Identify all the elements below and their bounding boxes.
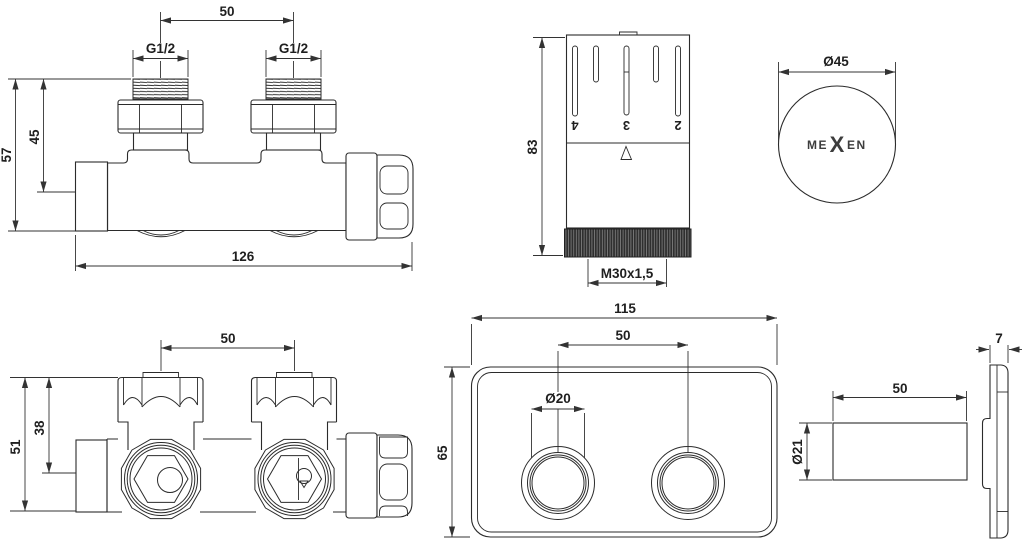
plate-side-outline — [981, 364, 1009, 539]
head-top-circle — [777, 85, 897, 204]
logo-text-x: X — [830, 132, 845, 157]
end-nut-bottom-right — [345, 432, 413, 519]
valve-body-outline — [106, 149, 347, 232]
view-plate-front: 115 50 Ø20 65 — [435, 301, 778, 538]
plate-side-geometry — [832, 364, 1009, 539]
dim-pipe-diameter-label: Ø21 — [790, 439, 805, 465]
dim-head-thread-label: M30x1,5 — [601, 266, 654, 281]
head-top-tab — [619, 31, 638, 35]
union-nut-left — [117, 99, 204, 134]
dim-bottom-height-inner-label: 38 — [32, 420, 47, 436]
head-geometry: 4 3 2 — [564, 31, 692, 258]
valve-bottom-left-block — [75, 439, 108, 513]
view-valve-side: 50 G1/2 G1/2 57 45 126 — [0, 4, 414, 271]
view-plate-side: 7 50 Ø21 — [790, 331, 1022, 539]
head-indicator-triangle — [620, 145, 633, 160]
valve-side-dimensions — [8, 12, 413, 271]
view-head-top: Ø45 ME X EN — [777, 54, 897, 204]
dim-bottom-spacing-label: 50 — [220, 331, 235, 346]
dim-height-total-label: 57 — [0, 147, 14, 162]
dim-thread-left-label: G1/2 — [146, 41, 175, 56]
union-bottom-right — [254, 438, 335, 520]
valve-side-geometry — [74, 78, 414, 241]
hole-label-bg — [540, 392, 576, 405]
head-knurled-ring — [564, 228, 692, 258]
dim-thread-right-label: G1/2 — [279, 41, 308, 56]
dim-plate-thickness-label: 7 — [995, 331, 1003, 346]
plate-front-dimensions — [444, 314, 778, 538]
collar-right — [265, 132, 322, 151]
bottom-port-right — [269, 230, 319, 238]
head-scale-4: 4 — [571, 118, 579, 133]
dim-pipe-length-label: 50 — [892, 381, 907, 396]
plate-outer — [470, 366, 778, 538]
dim-bottom-height-total-label: 51 — [8, 439, 23, 455]
plate-hole-left — [521, 446, 595, 520]
plate-inner — [477, 372, 772, 533]
union-bottom-left — [120, 438, 202, 520]
view-valve-bottom: 50 51 38 — [8, 331, 413, 520]
pipe-side — [832, 422, 968, 481]
head-slots — [572, 45, 681, 117]
logo-text-me: ME — [807, 138, 828, 152]
union-nut-right — [250, 99, 337, 134]
dim-plate-spacing-label: 50 — [615, 328, 630, 343]
head-scale-3: 3 — [623, 118, 630, 133]
head-top-dimensions — [778, 62, 896, 143]
plate-front-geometry — [470, 366, 778, 538]
dim-length-label: 126 — [232, 249, 255, 264]
dim-valve-spacing-label: 50 — [219, 4, 234, 19]
collar-left — [132, 132, 189, 151]
dim-plate-hole-label: Ø20 — [545, 391, 571, 406]
bottom-port-left — [136, 230, 186, 238]
valve-bottom-dimensions — [10, 340, 295, 512]
dim-plate-width-label: 115 — [614, 301, 636, 316]
mexen-logo: ME X EN — [807, 132, 867, 157]
dim-head-diameter-label: Ø45 — [823, 54, 849, 69]
thread-left — [132, 78, 189, 100]
end-nut-right — [345, 152, 414, 241]
head-scale-2: 2 — [674, 118, 681, 133]
nut-block-left — [117, 372, 204, 450]
plate-side-dimensions — [799, 345, 1022, 481]
thread-right — [265, 78, 322, 100]
dim-plate-height-label: 65 — [435, 445, 450, 461]
dim-height-inner-label: 45 — [27, 129, 42, 145]
logo-text-en: EN — [847, 138, 867, 152]
valve-bottom-geometry — [75, 372, 413, 520]
view-head-side: 4 3 2 83 M30x1,5 — [525, 31, 692, 287]
head-dimensions — [533, 37, 667, 287]
nut-block-right — [250, 372, 338, 450]
valve-left-block — [74, 161, 109, 232]
dim-head-height-label: 83 — [525, 139, 540, 155]
